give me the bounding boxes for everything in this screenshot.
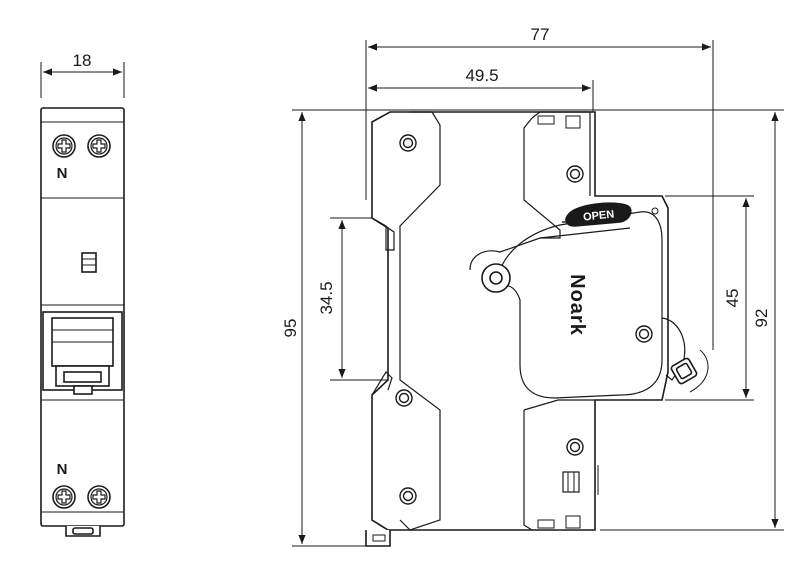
din-rail-foot (365, 530, 391, 547)
mounting-hole-1 (399, 134, 417, 152)
handle-pivot (481, 263, 511, 293)
front-view (40, 62, 125, 537)
status-indicator-window (81, 252, 97, 273)
mounting-hole-3 (635, 325, 653, 343)
open-indicator (565, 202, 632, 227)
brand-label: Noark (566, 274, 588, 336)
front-face-height-label: 45 (723, 289, 742, 308)
front-depth-label: 49.5 (465, 66, 498, 85)
body-height-label: 92 (752, 309, 771, 328)
top-terminal-label: N (57, 165, 68, 182)
bottom-terminal-screw-left (52, 485, 76, 509)
bottom-terminal-label: N (57, 461, 68, 478)
rail-height-label: 34.5 (317, 281, 336, 314)
overall-depth-label: 77 (531, 25, 550, 44)
mounting-hole-2 (566, 165, 584, 183)
mounting-hole-4 (395, 389, 413, 407)
side-indicator-window (562, 471, 580, 493)
overall-height-label: 95 (281, 319, 300, 338)
top-terminal-screw-left (52, 134, 76, 158)
mounting-hole-5 (566, 438, 584, 456)
side-right-panel (523, 111, 591, 239)
mounting-hole-6 (399, 487, 417, 505)
trip-latch (670, 357, 698, 385)
toggle-lever (42, 311, 123, 395)
top-terminal-screw-right (87, 134, 111, 158)
bottom-terminal-screw-right (87, 485, 111, 509)
open-label: OPEN (583, 208, 615, 223)
operating-handle-outline (497, 211, 663, 399)
side-left-panel (399, 111, 441, 531)
front-width-label: 18 (73, 51, 92, 70)
side-view (292, 40, 784, 547)
